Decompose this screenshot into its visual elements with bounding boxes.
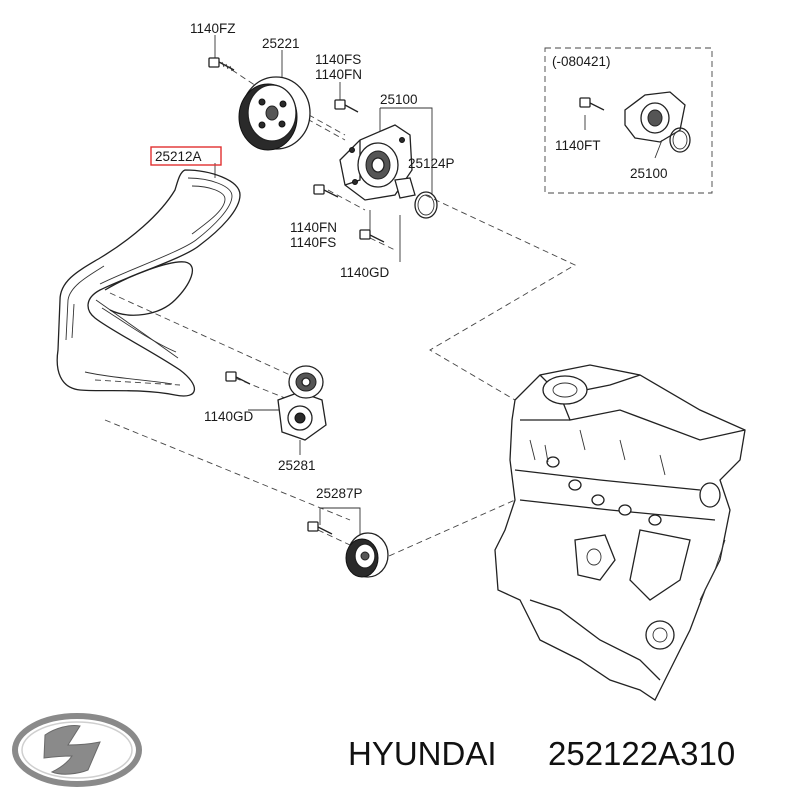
belt-25212a (56, 169, 241, 397)
label-inset-range: (-080421) (552, 54, 611, 69)
label-1140gd-pump: 1140GD (340, 265, 390, 280)
label-1140fn-mid: 1140FN (290, 220, 337, 235)
bolt-25287p (307, 521, 333, 535)
bolt-1140fs-top (334, 99, 359, 113)
bolt-1140fz (208, 57, 235, 72)
label-1140fn-top: 1140FN (315, 67, 362, 82)
idler-pulley-25287p (345, 532, 389, 578)
label-1140fs-top: 1140FS (315, 52, 361, 67)
gasket-25124p (414, 191, 438, 219)
highlight-box (150, 146, 222, 166)
bolt-1140gd-pump (359, 229, 385, 243)
pulley-25221 (238, 76, 311, 151)
label-25100: 25100 (380, 92, 418, 107)
label-25281: 25281 (278, 458, 316, 473)
footer-brand: HYUNDAI (348, 735, 497, 772)
bolt-1140gd-tensioner (225, 371, 251, 385)
water-pump-25100 (339, 124, 416, 201)
label-inset-25100: 25100 (630, 166, 668, 181)
label-1140ft: 1140FT (555, 138, 601, 153)
hyundai-logo-icon (12, 713, 142, 787)
dashed-leaders (94, 69, 576, 561)
inset-box (544, 47, 713, 194)
tensioner-25281 (277, 365, 327, 441)
label-25212a: 25212A (155, 149, 202, 164)
label-1140fs-mid: 1140FS (290, 235, 336, 250)
label-1140fz: 1140FZ (190, 21, 236, 36)
footer-part-number: 252122A310 (548, 735, 735, 772)
label-1140gd-tensioner: 1140GD (204, 409, 254, 424)
label-25221: 25221 (262, 36, 300, 51)
label-25287p: 25287P (316, 486, 363, 501)
label-25124p: 25124P (408, 156, 455, 171)
engine-block (494, 364, 746, 701)
bolt-1140fn-mid (313, 184, 339, 198)
